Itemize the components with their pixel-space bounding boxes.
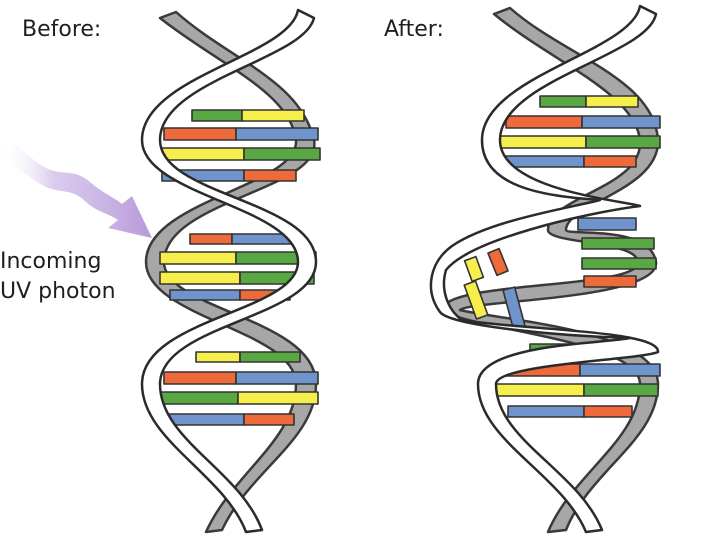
base — [577, 217, 637, 231]
uv-photon-arrow-icon — [0, 138, 152, 238]
base — [583, 383, 659, 397]
base — [585, 135, 661, 149]
broken-base — [463, 280, 489, 320]
base — [583, 155, 637, 168]
base — [581, 237, 655, 250]
base — [235, 371, 319, 385]
base — [495, 135, 587, 149]
base — [189, 233, 233, 245]
base — [539, 95, 587, 108]
base — [169, 289, 241, 301]
base — [583, 405, 633, 418]
base-pairs-bottom — [153, 351, 319, 426]
after-label: After: — [384, 17, 444, 42]
damaged-region — [463, 217, 657, 330]
base — [505, 155, 585, 168]
broken-base — [487, 247, 509, 277]
base — [159, 271, 241, 285]
base — [159, 251, 237, 265]
base — [581, 257, 657, 270]
base — [239, 351, 301, 363]
base — [163, 127, 237, 141]
base — [495, 383, 585, 397]
base — [583, 275, 637, 288]
base — [241, 109, 305, 122]
base-pairs-top — [495, 95, 661, 168]
base — [237, 391, 319, 405]
base — [243, 413, 295, 426]
base — [195, 351, 241, 363]
before-label: Before: — [22, 17, 101, 42]
base — [243, 147, 321, 161]
base — [581, 115, 661, 129]
backbone-front-strand — [140, 8, 318, 534]
base — [153, 391, 239, 405]
base-pairs-top — [151, 109, 321, 182]
base — [235, 127, 319, 141]
base — [579, 363, 661, 377]
base — [243, 169, 297, 182]
photon-label-line2: UV photon — [0, 279, 116, 304]
dna-helix-after — [429, 4, 661, 534]
backbone-front-strand — [429, 4, 660, 534]
photon-label-line1: Incoming — [0, 249, 101, 274]
base — [163, 371, 237, 385]
base — [165, 413, 245, 426]
base — [191, 109, 243, 122]
base — [505, 115, 583, 129]
base — [585, 95, 639, 108]
backbone-back-strand — [440, 6, 660, 534]
broken-base — [463, 255, 485, 283]
dna-helix-before — [140, 8, 321, 534]
base — [507, 405, 585, 418]
